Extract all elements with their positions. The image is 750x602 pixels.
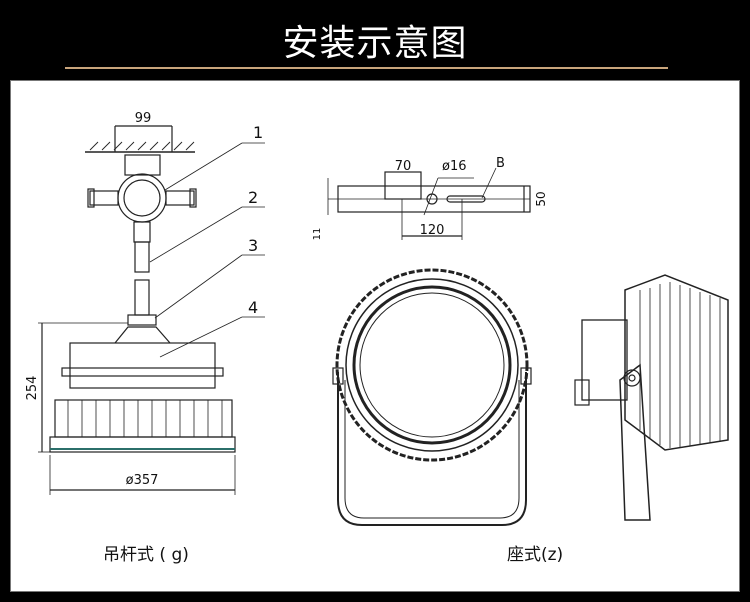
callout-3: 3 [248, 236, 258, 255]
dim-diameter: ø357 [126, 473, 159, 488]
callout-1: 1 [253, 123, 263, 142]
callout-2: 2 [248, 188, 258, 207]
callout-4: 4 [248, 298, 258, 317]
label-b: B [496, 156, 505, 171]
dim-spacing: 120 [420, 223, 445, 238]
dim-top: 99 [135, 111, 152, 126]
diagram-panel [10, 80, 740, 592]
dim-hole: ø16 [442, 159, 467, 174]
mount-caption: 座式(z) [507, 545, 564, 565]
page-title: 安装示意图 [282, 23, 468, 64]
dim-slot: 70 [395, 159, 412, 174]
dim-height: 254 [25, 376, 40, 401]
bracket-view [327, 167, 531, 240]
pendant-caption: 吊杆式 ( g) [103, 545, 189, 565]
pendant-view [38, 125, 265, 495]
dim-thickness: 11 [312, 228, 323, 241]
mount-side-view [574, 274, 729, 521]
mount-front-view [332, 268, 532, 526]
dim-width: 50 [534, 191, 548, 206]
title-divider [65, 67, 668, 69]
